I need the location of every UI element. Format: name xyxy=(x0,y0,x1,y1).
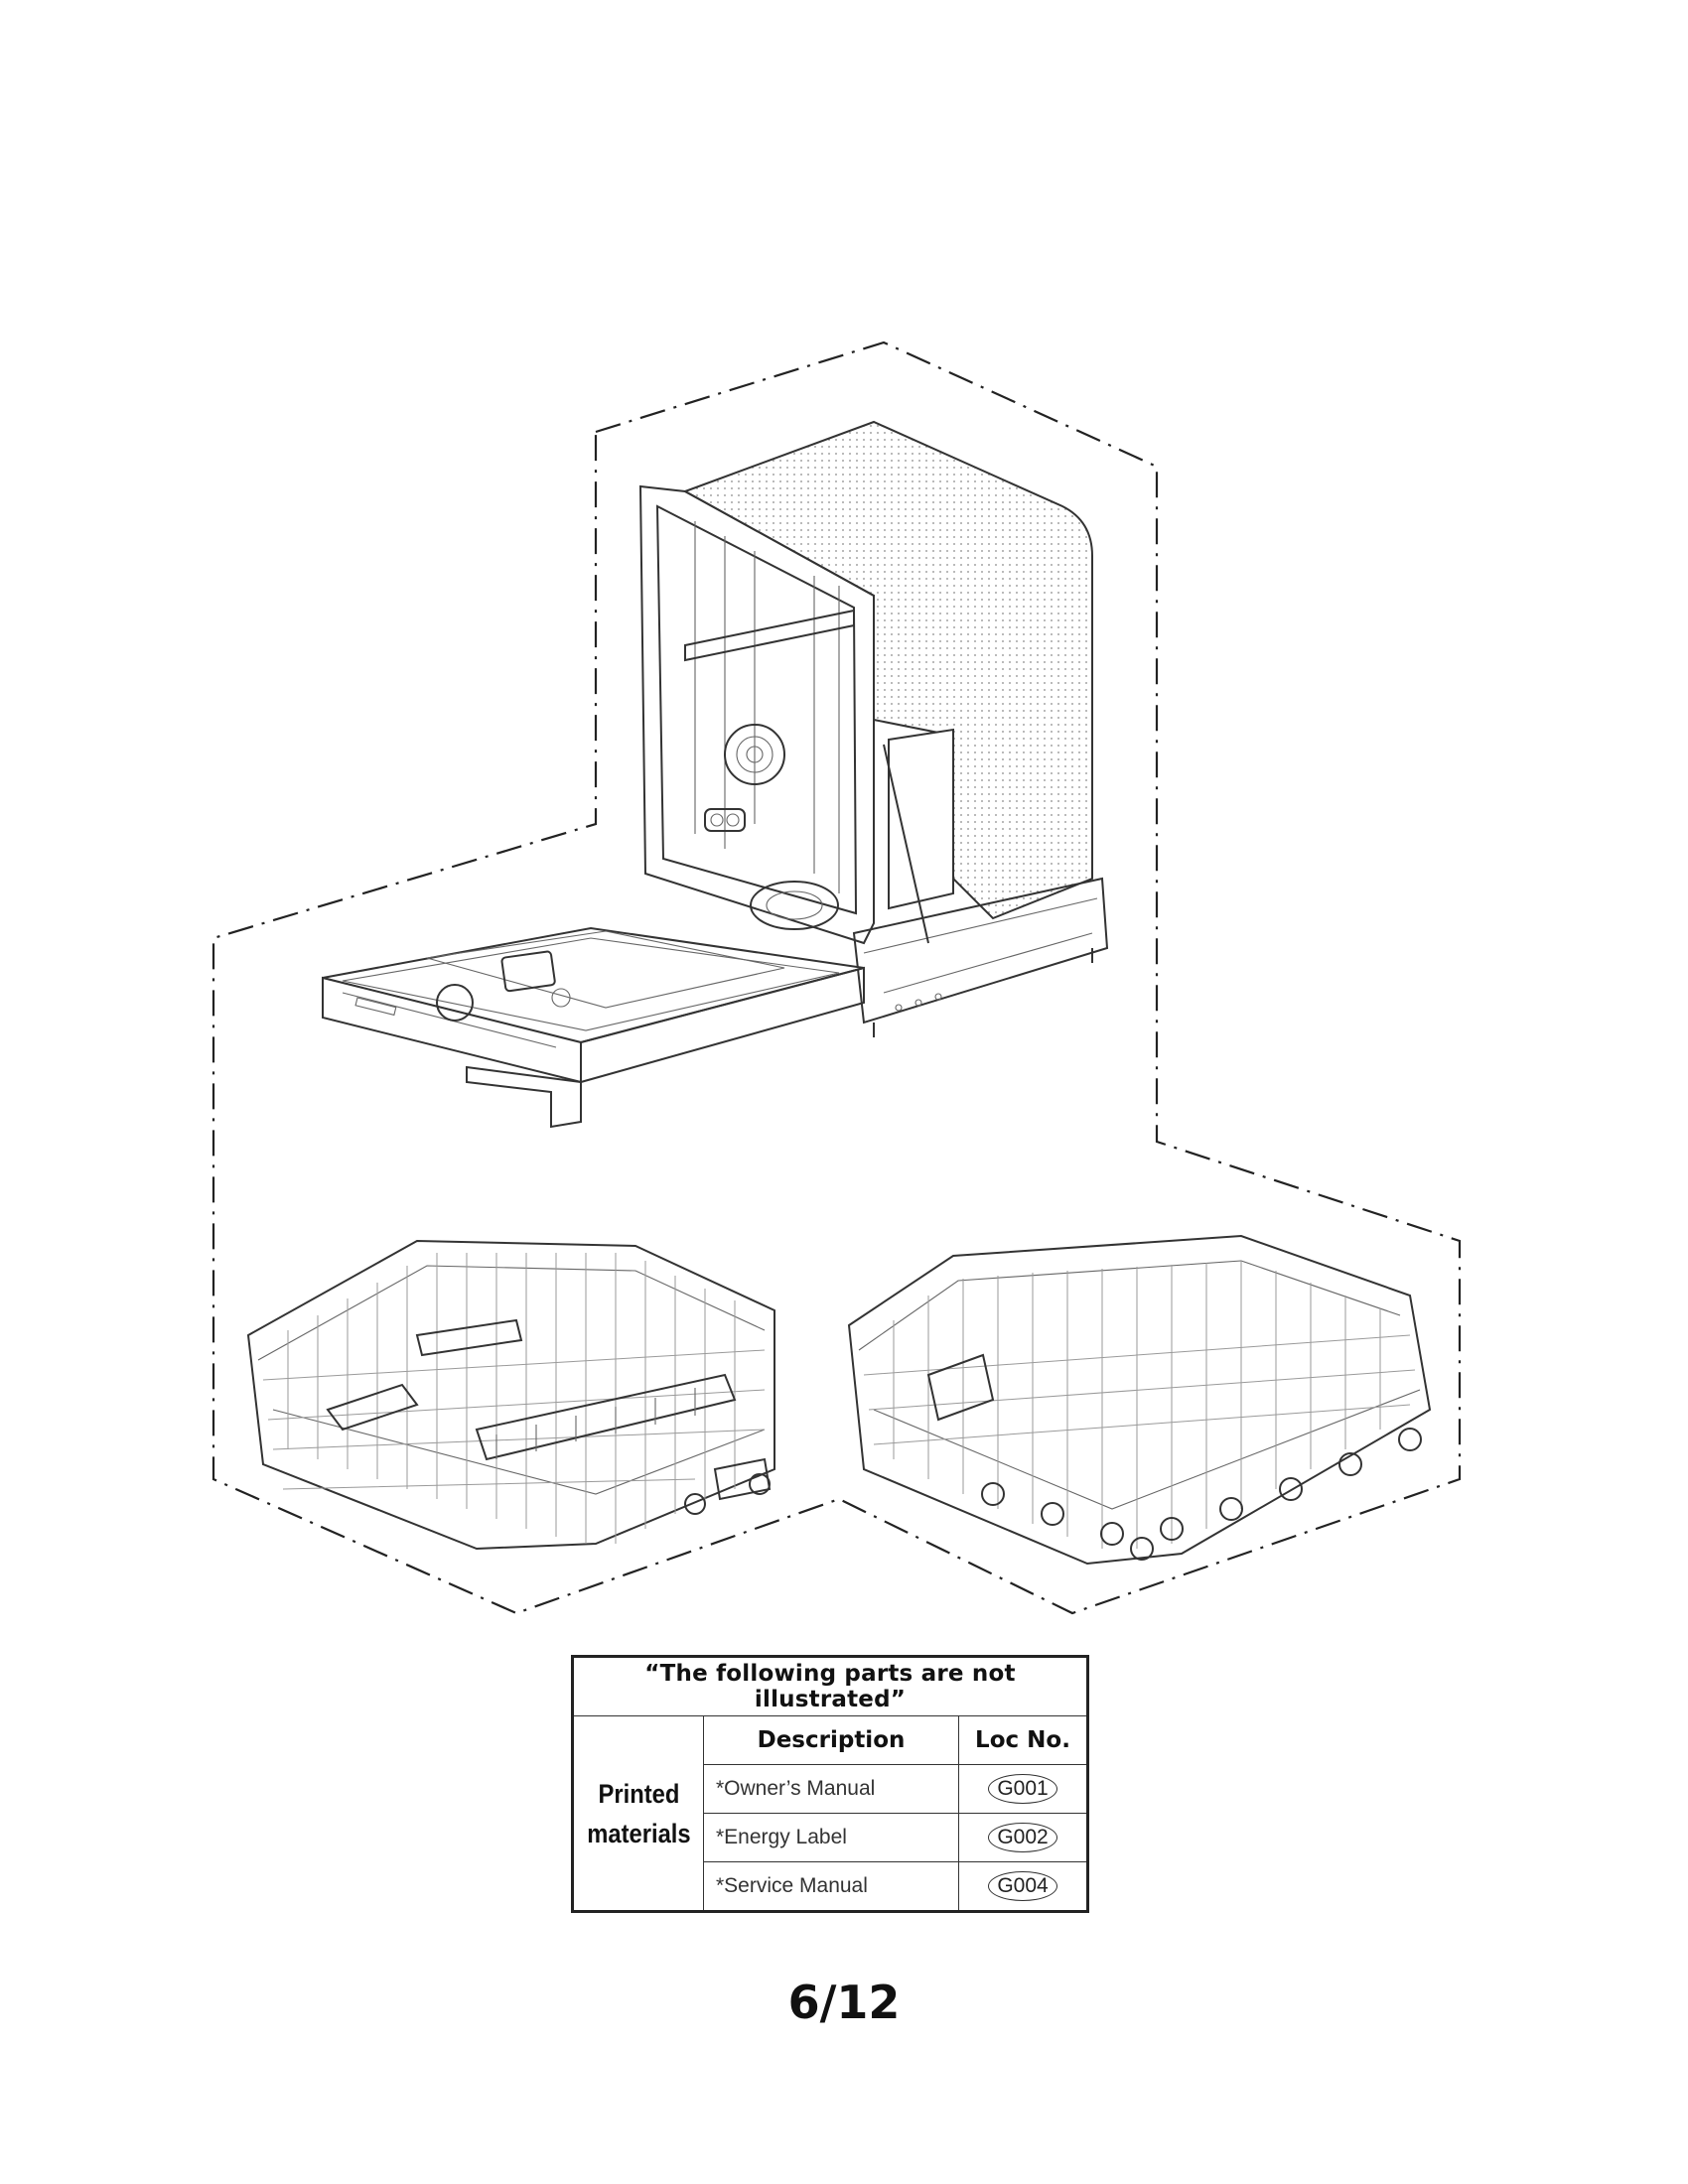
table-row: *Energy Label G002 xyxy=(573,1813,1088,1862)
not-illustrated-parts-table: “The following parts are not illustrated… xyxy=(571,1655,1089,1913)
loc-number-badge: G004 xyxy=(988,1871,1057,1901)
assembly-boundary-outline xyxy=(211,341,1462,1615)
dishwasher-tub xyxy=(638,420,1109,1037)
loc-number-badge: G002 xyxy=(988,1823,1057,1852)
loc-number-badge: G001 xyxy=(988,1774,1057,1804)
group-label-line-2: materials xyxy=(586,1818,691,1848)
part-description: *Energy Label xyxy=(703,1813,959,1862)
dishwasher-door xyxy=(322,926,865,1129)
part-description: *Owner’s Manual xyxy=(703,1764,959,1814)
table-title: “The following parts are not illustrated… xyxy=(572,1656,1088,1716)
page-number: 6/12 xyxy=(787,1976,901,2029)
loc-number-cell: G004 xyxy=(958,1861,1088,1912)
loc-number-cell: G001 xyxy=(958,1764,1088,1814)
upper-rack xyxy=(246,1239,775,1551)
group-label-line-1: Printed xyxy=(598,1778,679,1809)
table-row: *Service Manual G004 xyxy=(573,1861,1088,1912)
column-header-loc-no: Loc No. xyxy=(958,1715,1088,1765)
loc-number-cell: G002 xyxy=(958,1813,1088,1862)
column-header-description: Description xyxy=(703,1715,959,1765)
lower-rack xyxy=(847,1234,1432,1566)
part-description: *Service Manual xyxy=(703,1861,959,1912)
group-label-printed-materials: Printed materials xyxy=(579,1715,697,1912)
exploded-view-drawing xyxy=(211,341,1462,1615)
table-row: *Owner’s Manual G001 xyxy=(573,1764,1088,1814)
